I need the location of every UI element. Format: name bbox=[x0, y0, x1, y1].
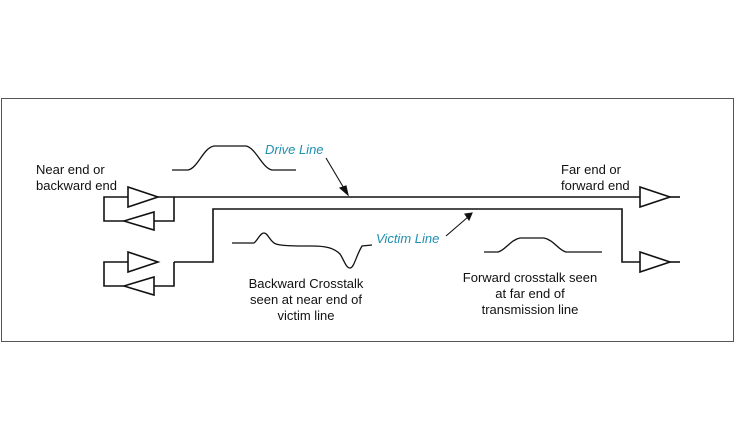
near-end-return-wire bbox=[154, 197, 175, 222]
far-end-driver-triangle bbox=[639, 185, 673, 209]
victim-near-driver-triangle bbox=[127, 250, 161, 274]
near-end-label: Near end or backward end bbox=[36, 162, 117, 194]
drive-line-pointer bbox=[325, 157, 346, 191]
victim-near-loop-wire bbox=[103, 261, 128, 287]
forward-crosstalk-waveform bbox=[484, 237, 602, 253]
drive-pulse-waveform bbox=[172, 145, 296, 171]
backward-crosstalk-line3: victim line bbox=[277, 308, 335, 323]
far-end-label-line2: forward end bbox=[561, 178, 630, 193]
forward-crosstalk-label: Forward crosstalk seen at far end of tra… bbox=[444, 270, 616, 318]
forward-crosstalk-line1: Forward crosstalk seen bbox=[462, 270, 598, 285]
backward-crosstalk-line1: Backward Crosstalk bbox=[248, 276, 364, 291]
victim-line-label: Victim Line bbox=[376, 231, 440, 246]
diagram-frame bbox=[1, 98, 734, 342]
near-end-label-line2: backward end bbox=[36, 178, 117, 193]
drive-line-pointer-head bbox=[338, 185, 349, 197]
victim-line bbox=[174, 208, 640, 263]
near-end-driver-triangle bbox=[127, 185, 161, 209]
near-end-receiver-triangle bbox=[121, 210, 155, 232]
victim-far-driver-triangle bbox=[639, 250, 673, 274]
drive-line-label: Drive Line bbox=[265, 142, 324, 157]
far-end-label: Far end or forward end bbox=[561, 162, 630, 194]
near-end-label-line1: Near end or bbox=[36, 162, 105, 177]
victim-line-pointer bbox=[445, 216, 469, 237]
backward-crosstalk-waveform bbox=[232, 232, 373, 269]
forward-crosstalk-line3: transmission line bbox=[481, 302, 579, 317]
far-end-label-line1: Far end or bbox=[561, 162, 621, 177]
backward-crosstalk-line2: seen at near end of bbox=[249, 292, 363, 307]
forward-crosstalk-line2: at far end of bbox=[495, 286, 565, 301]
backward-crosstalk-label: Backward Crosstalk seen at near end of v… bbox=[236, 276, 376, 324]
victim-near-receiver-triangle bbox=[121, 275, 155, 297]
victim-near-return-wire bbox=[154, 262, 175, 287]
near-end-loop-wire bbox=[103, 196, 128, 222]
victim-line-pointer-head bbox=[464, 212, 473, 222]
